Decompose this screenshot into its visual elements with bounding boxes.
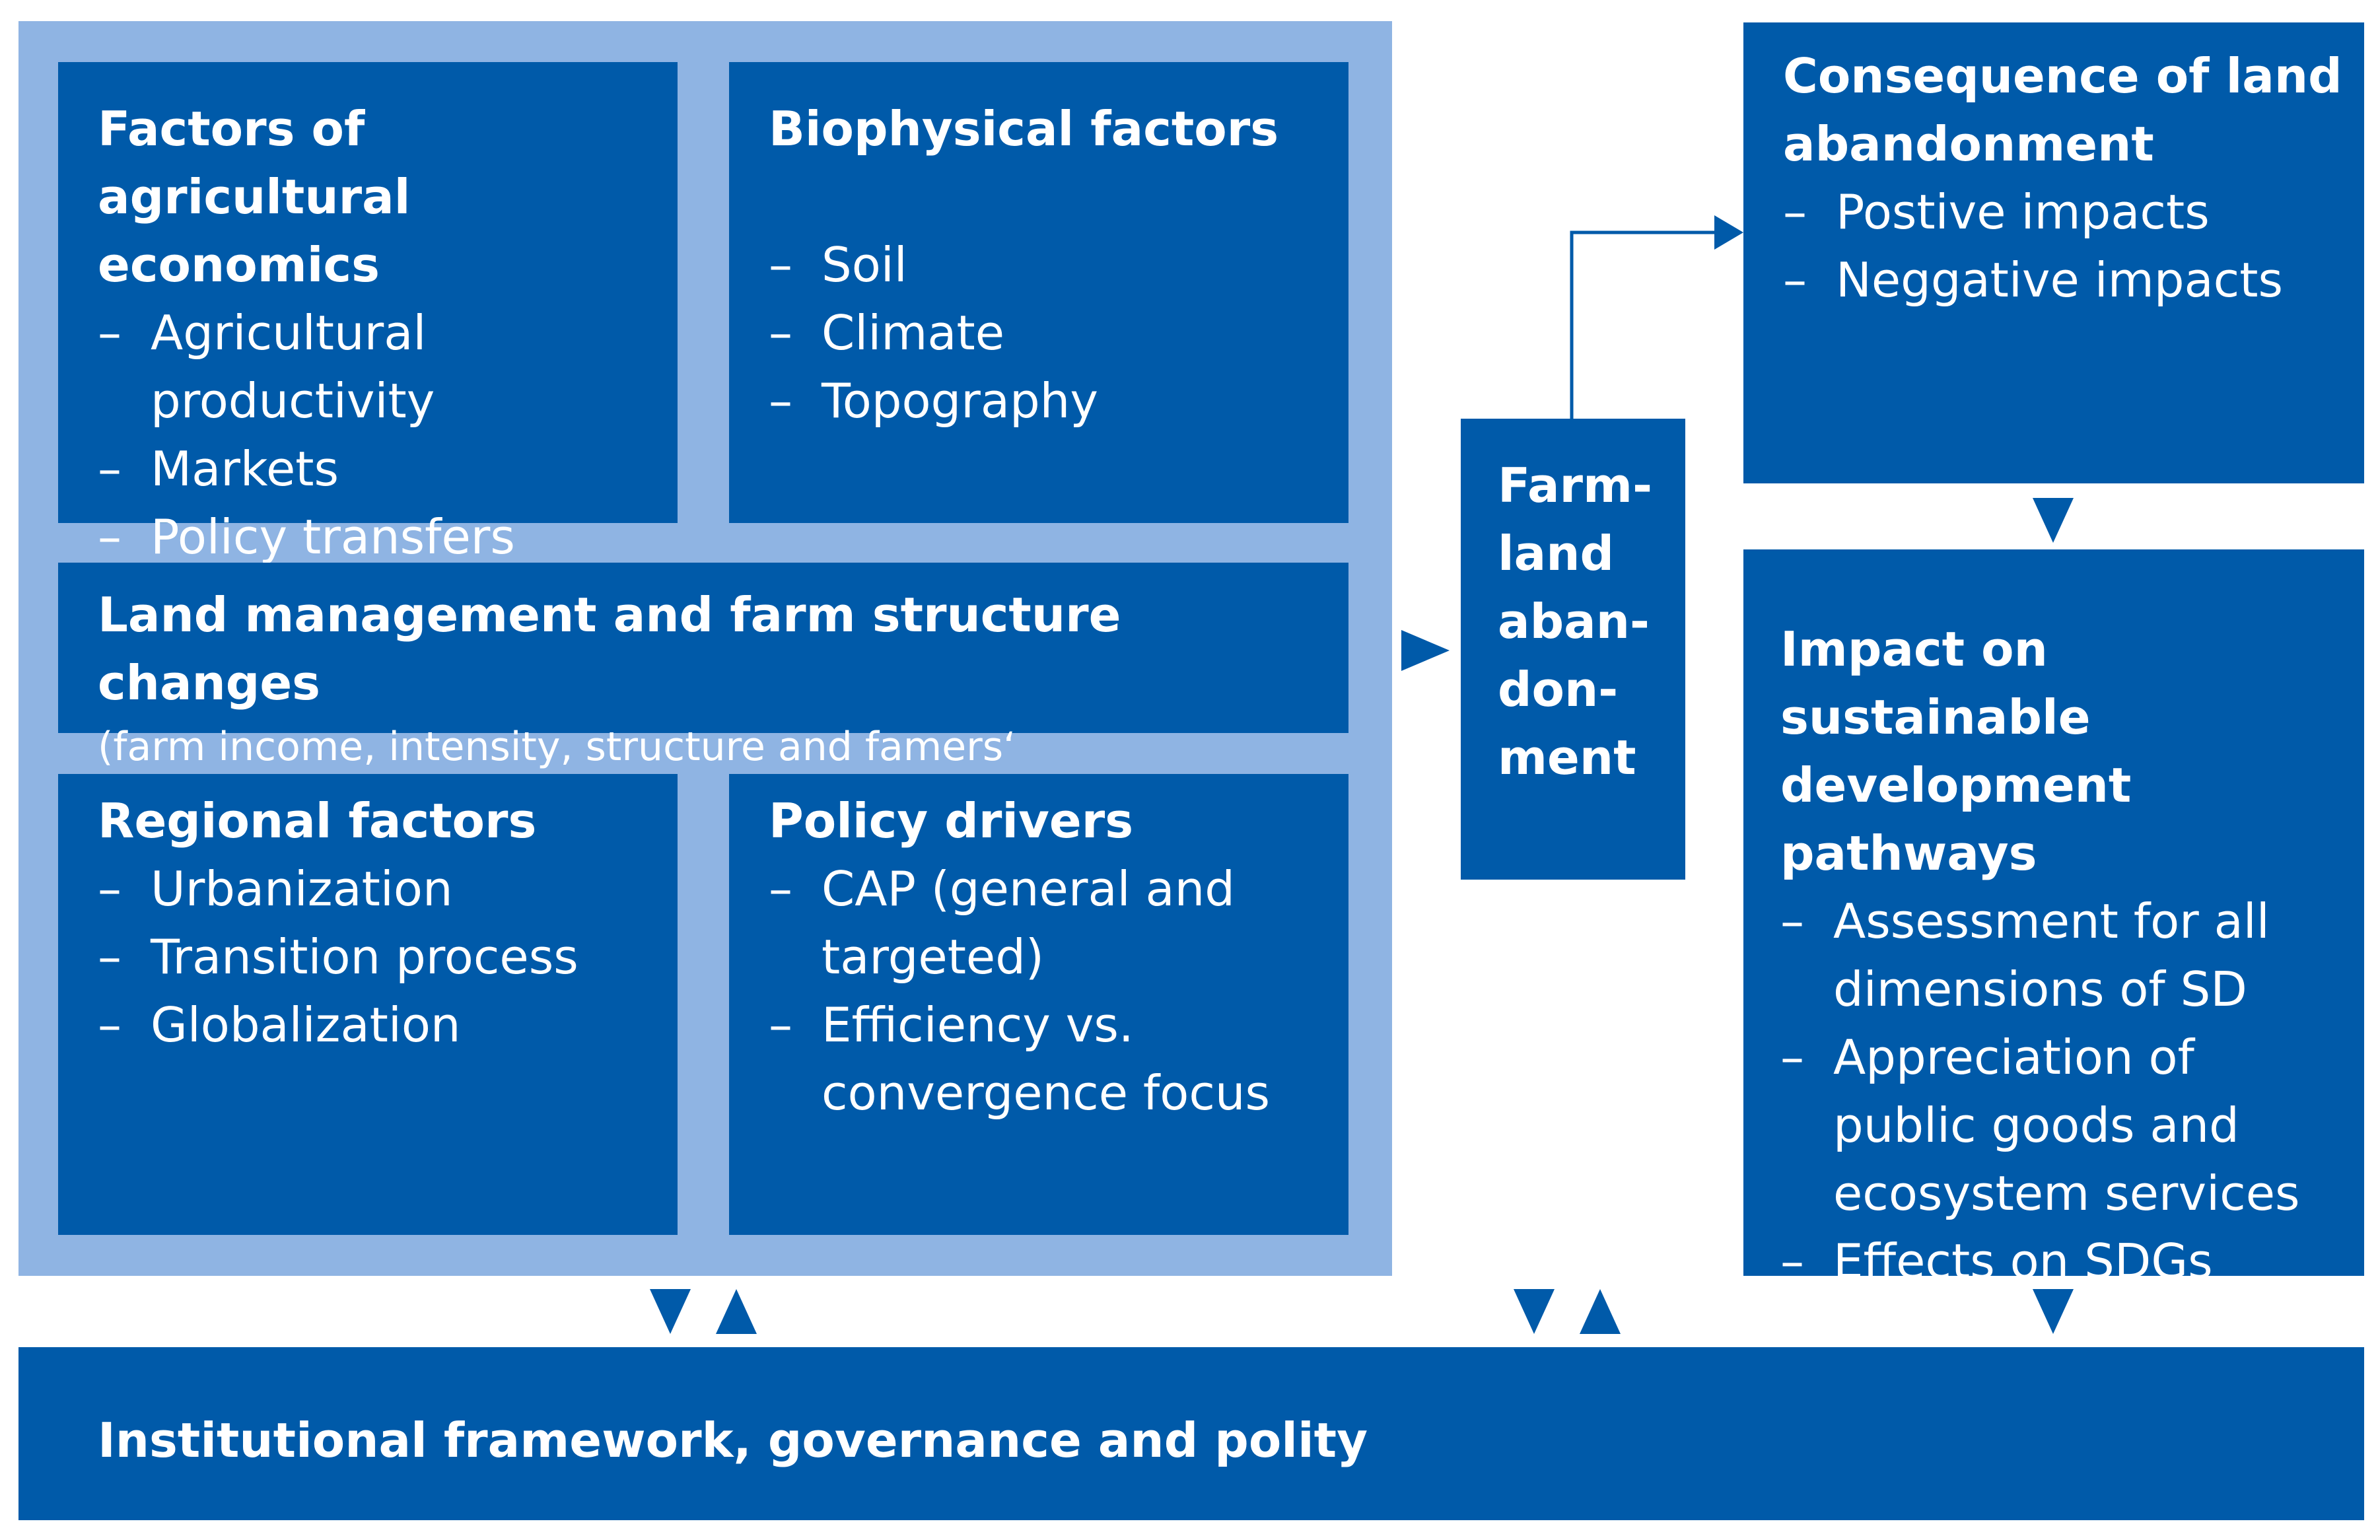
list-item: Agricultural productivity (98, 299, 658, 435)
list-item: Globalization (98, 991, 658, 1059)
drivers-to-farmland-arrow (1401, 630, 1450, 671)
drivers-up-arrow (716, 1289, 757, 1334)
farmland-abandonment-box: Farm- land aban- don- ment (1461, 419, 1685, 880)
list-item: Efficiency vs. convergence focus (769, 991, 1329, 1127)
list-item: Appreciation of public goods and ecosyst… (1780, 1024, 2351, 1228)
farmland-up-arrow (1580, 1289, 1621, 1334)
biophysical-list: Soil Climate Topography (769, 231, 1329, 435)
list-item: Assessment for all dimensions of SD (1780, 888, 2351, 1024)
consequence-to-impact-arrow (2033, 498, 2074, 543)
list-item: Markets (98, 435, 658, 503)
agri-econ-box: Factors of agricultural economics Agricu… (58, 62, 678, 571)
policy-box: Policy drivers CAP (general and targeted… (729, 774, 1348, 1235)
list-item: CAP (general and targeted) (769, 855, 1329, 991)
regional-title: Regional factors (98, 793, 537, 849)
land-management-title: Land management and farm structure chang… (98, 587, 1121, 711)
farmland-to-consequence-arrow (1570, 215, 1743, 419)
list-item: Urbanization (98, 855, 658, 923)
list-item: Transition process (98, 923, 658, 991)
agri-econ-list: Agricultural productivity Markets Policy… (98, 299, 658, 571)
institutional-title: Institutional framework, governance and … (98, 1413, 1368, 1468)
list-item: Soil (769, 231, 1329, 299)
farmland-line: Farm- (1498, 458, 1652, 513)
biophysical-box: Biophysical factors Soil Climate Topogra… (729, 62, 1348, 523)
impact-down-arrow (2033, 1289, 2074, 1334)
farmland-line: land (1498, 526, 1615, 581)
institutional-box: Institutional framework, governance and … (18, 1347, 2364, 1520)
impact-box: Impact on sustainable development pathwa… (1743, 549, 2364, 1296)
consequence-box: Consequence of land abandonment Postive … (1743, 22, 2364, 483)
agri-econ-title: Factors of agricultural economics (98, 101, 411, 293)
list-item: Topography (769, 367, 1329, 435)
impact-title: Impact on sustainable development pathwa… (1780, 621, 2132, 881)
farmland-down-arrow (1514, 1289, 1555, 1334)
farmland-line: aban- (1498, 594, 1650, 649)
impact-list: Assessment for all dimensions of SD Appr… (1780, 888, 2351, 1296)
land-management-box: Land management and farm structure chang… (58, 563, 1348, 829)
list-item: Neggative impacts (1783, 246, 2344, 314)
list-item: Effects on SDGs (1780, 1228, 2351, 1296)
regional-list: Urbanization Transition process Globaliz… (98, 855, 658, 1059)
biophysical-title: Biophysical factors (769, 101, 1279, 157)
list-item: Policy transfers (98, 503, 658, 571)
drivers-down-arrow (650, 1289, 691, 1334)
farmland-line: don- (1498, 662, 1619, 717)
policy-title: Policy drivers (769, 793, 1134, 849)
consequence-title: Consequence of land abandonment (1783, 48, 2342, 172)
policy-list: CAP (general and targeted) Efficiency vs… (769, 855, 1329, 1127)
regional-box: Regional factors Urbanization Transition… (58, 774, 678, 1235)
consequence-list: Postive impacts Neggative impacts (1783, 178, 2344, 314)
list-item: Postive impacts (1783, 178, 2344, 246)
farmland-line: ment (1498, 730, 1636, 785)
list-item: Climate (769, 299, 1329, 367)
